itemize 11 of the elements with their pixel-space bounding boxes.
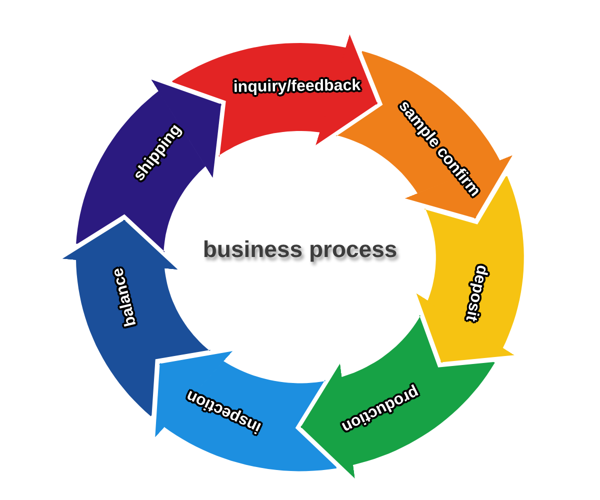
arrow [155,351,233,438]
step-label: inquiry/feedback [234,78,362,96]
arrow [300,363,355,479]
arrow [416,293,514,363]
arrow [404,155,513,219]
arrow [316,34,378,146]
center-title: business process [202,234,398,264]
arrow [151,80,222,178]
step-label: deposit [462,263,490,322]
step-label: balance [110,266,140,328]
arrow [62,220,178,270]
